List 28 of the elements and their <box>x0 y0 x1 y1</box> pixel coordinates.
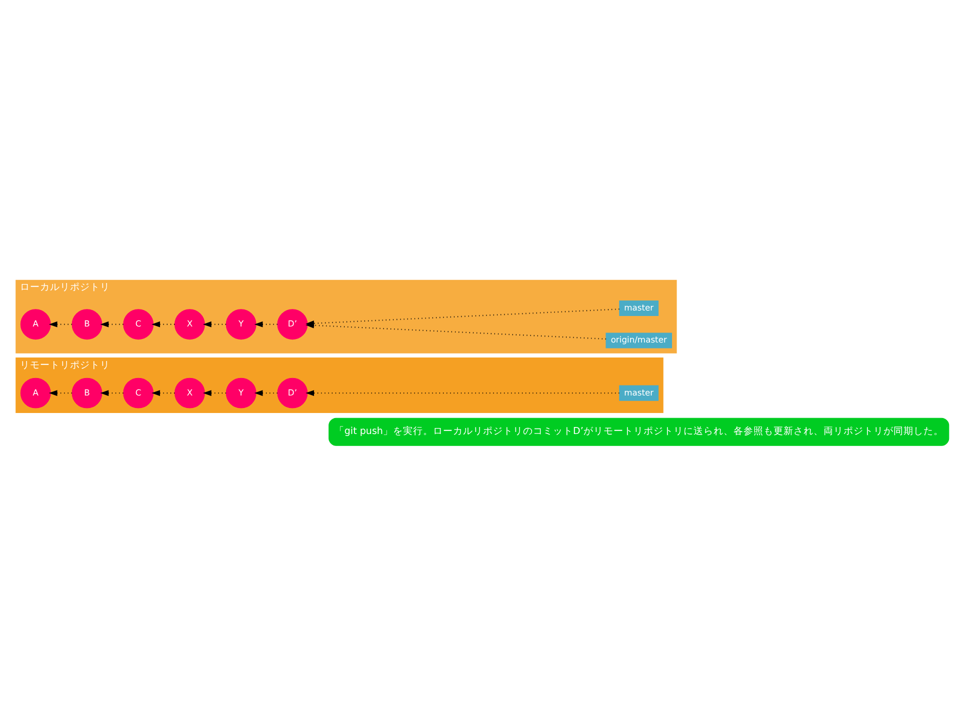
arrow <box>100 320 124 327</box>
arrow <box>100 390 124 396</box>
arrow <box>306 390 620 396</box>
node-circle: Y <box>226 308 256 340</box>
arrow <box>254 320 278 327</box>
arrow <box>48 390 72 396</box>
node-circle: Y <box>226 377 256 408</box>
node-circle: B <box>72 308 102 340</box>
node-box: master <box>619 384 659 400</box>
node-circle: D’ <box>277 308 308 340</box>
node-circle: A <box>20 308 51 340</box>
node-box: origin/master <box>606 332 672 348</box>
node-circle: B <box>72 377 102 408</box>
node-circle: X <box>174 377 205 408</box>
arrow <box>48 320 72 327</box>
arrow <box>306 322 606 340</box>
arrow <box>203 390 226 396</box>
node-box: 「git push」を実行。ローカルリポジトリのコミットD’がリモートリポジトリに送られ、各参照も更新され、両リポジトリが同期した。 <box>328 417 950 446</box>
arrow <box>152 390 175 396</box>
arrow <box>254 390 278 396</box>
node-circle: C <box>123 377 154 408</box>
node-circle: X <box>174 308 205 340</box>
node-circle: C <box>123 308 154 340</box>
node-circle: D’ <box>277 377 308 408</box>
arrow <box>203 320 226 327</box>
arrow <box>152 320 175 327</box>
node-box: master <box>619 300 659 316</box>
node-circle: A <box>20 377 51 408</box>
